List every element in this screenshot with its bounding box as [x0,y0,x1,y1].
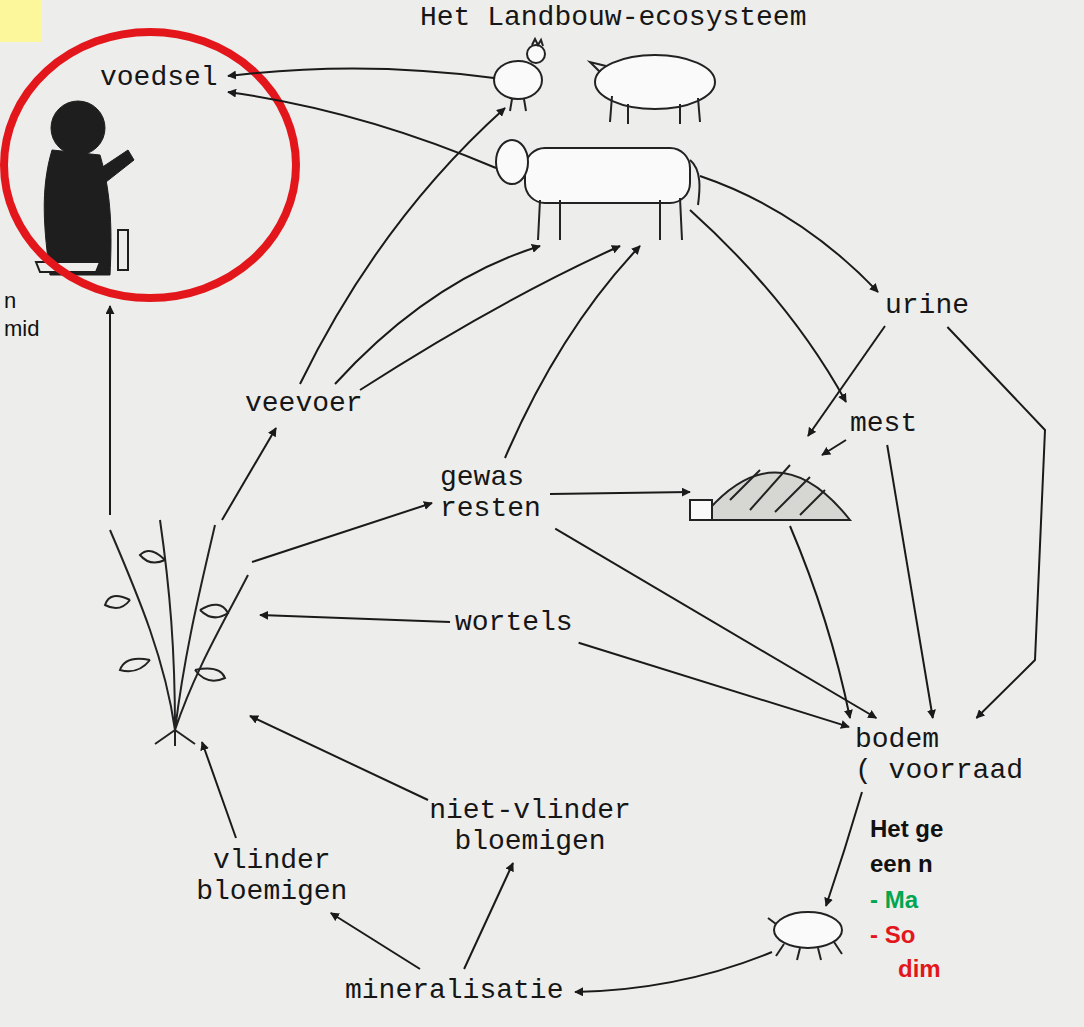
arrow [109,306,111,515]
arrow [790,526,850,718]
diagram-node: gewas resten [440,462,549,524]
diagram-node: veevoer [245,388,363,419]
diagram-node: mest [850,408,917,439]
pig-legs [610,96,700,124]
bin [690,500,712,520]
arrow [260,615,450,622]
microbe-body [774,912,842,948]
node-label: veevoer [245,388,363,419]
arrow [202,742,236,838]
diagram-node: voedsel [100,62,218,93]
diagram-node: vlinder bloemigen [192,845,352,907]
pig-picture [590,55,715,124]
chicken-body [494,61,542,99]
arrow [550,492,690,494]
node-label: mineralisatie [345,975,563,1006]
node-label: urine [885,290,969,321]
flow-arrow [331,913,420,969]
picture-arrows [110,68,885,992]
arrow [252,503,432,562]
cow-picture [496,140,700,240]
diagram-node: wortels [455,607,573,638]
overlay-text: dim [898,955,941,983]
microbe-picture [768,912,842,960]
cow-body [525,148,690,203]
leaves [105,551,228,681]
plant-roots [155,730,195,746]
person-picture [36,101,134,275]
node-label: gewas resten [440,462,549,524]
node-label: vlinder bloemigen [192,845,352,907]
pig-body [595,55,715,109]
node-label: wortels [455,607,573,638]
chicken-picture [494,39,545,111]
node-label: bodem [855,724,1023,755]
heap [700,473,850,521]
bottle [118,230,128,270]
flow-arrow [887,445,933,718]
overlay-text: - So [870,921,915,949]
arrow [690,210,846,402]
flow-arrow [555,529,876,718]
yellow-tab [0,0,42,42]
arrow [505,246,640,458]
cow-legs [538,160,700,240]
highlight-circle [4,32,296,298]
chicken-head [527,45,545,63]
microbe-legs [768,918,842,960]
arrow [228,68,494,78]
stems [110,520,248,730]
arrow [700,176,878,292]
overlay-text: mid [4,316,39,342]
diagram-node: urine [885,290,969,321]
plant-picture [105,520,248,746]
node-label: ( voorraad [855,755,1023,786]
diagram-node: mineralisatie [345,975,563,1006]
flow-arrow [579,643,849,727]
chicken-comb [532,39,543,46]
compost-picture [690,465,850,520]
cow-head [496,140,528,184]
heap-hatch [730,465,825,515]
overlay-text: n [4,288,16,314]
diagram-node: niet-vlinder bloemigen [425,795,635,857]
flow-arrow [464,863,513,969]
head [51,101,105,155]
arm [98,150,134,182]
arrow [222,428,276,520]
arrow [826,792,862,906]
chicken-legs [510,99,526,111]
overlay-text: Het ge [870,815,943,843]
node-label: mest [850,408,917,439]
diagram-title: Het Landbouw-ecosysteem [420,2,806,33]
arrow [335,246,540,384]
pig-ear [590,62,606,72]
arrow [575,952,772,992]
arrow [250,716,428,800]
overlay-text: - Ma [870,886,918,914]
overlay-text: een n [870,850,933,878]
flow-arrow [947,327,1045,718]
diagram-node: bodem( voorraad [855,724,1023,786]
node-label: niet-vlinder bloemigen [425,795,635,857]
node-label: voedsel [100,62,218,93]
arrow [822,440,846,455]
arrow [300,108,505,384]
